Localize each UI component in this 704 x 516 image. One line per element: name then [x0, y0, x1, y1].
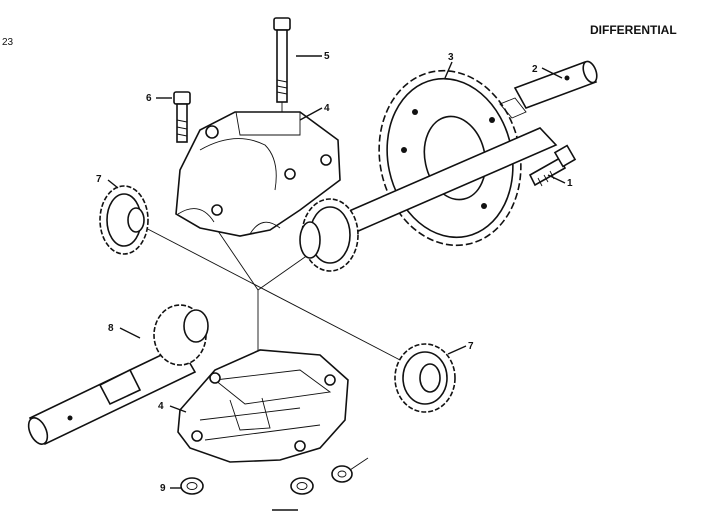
- bottom-bevel-gear: [394, 343, 456, 413]
- left-bevel-gear: [99, 185, 149, 255]
- callout-7-bottom: 7: [468, 341, 474, 352]
- center-bevel-gear: [299, 198, 359, 272]
- callout-1: 1: [567, 178, 573, 189]
- upper-housing: [175, 111, 341, 237]
- callout-5: 5: [324, 51, 330, 62]
- callout-4-upper: 4: [324, 103, 330, 114]
- page-mark: 23: [2, 37, 14, 48]
- callout-leader-2: [541, 67, 563, 79]
- callout-4-lower: 4: [158, 401, 164, 412]
- lower-housing: [177, 349, 349, 463]
- nut-center: [290, 477, 314, 495]
- callout-leader-3: [444, 61, 453, 79]
- nut-left: [180, 477, 204, 495]
- short-bolt-6: [173, 91, 191, 143]
- right-bolt-1: [528, 144, 577, 187]
- callout-leader-4-lower: [169, 405, 187, 413]
- callout-7-top: 7: [96, 174, 102, 185]
- left-axle-shaft: [27, 304, 209, 446]
- callout-leader-8: [119, 327, 141, 339]
- callout-3: 3: [448, 52, 454, 63]
- callout-leader-7-bottom: [447, 345, 467, 355]
- callout-9: 9: [160, 483, 166, 494]
- right-axle-shaft: [338, 60, 598, 233]
- callout-2: 2: [532, 64, 538, 75]
- callout-leader-4-upper: [299, 107, 323, 121]
- nut-right: [331, 457, 369, 483]
- diagram-title: DIFFERENTIAL: [590, 23, 677, 37]
- callout-8: 8: [108, 323, 114, 334]
- callout-leader-1: [547, 174, 566, 184]
- callout-6: 6: [146, 93, 152, 104]
- callout-leader-7-top: [107, 179, 119, 189]
